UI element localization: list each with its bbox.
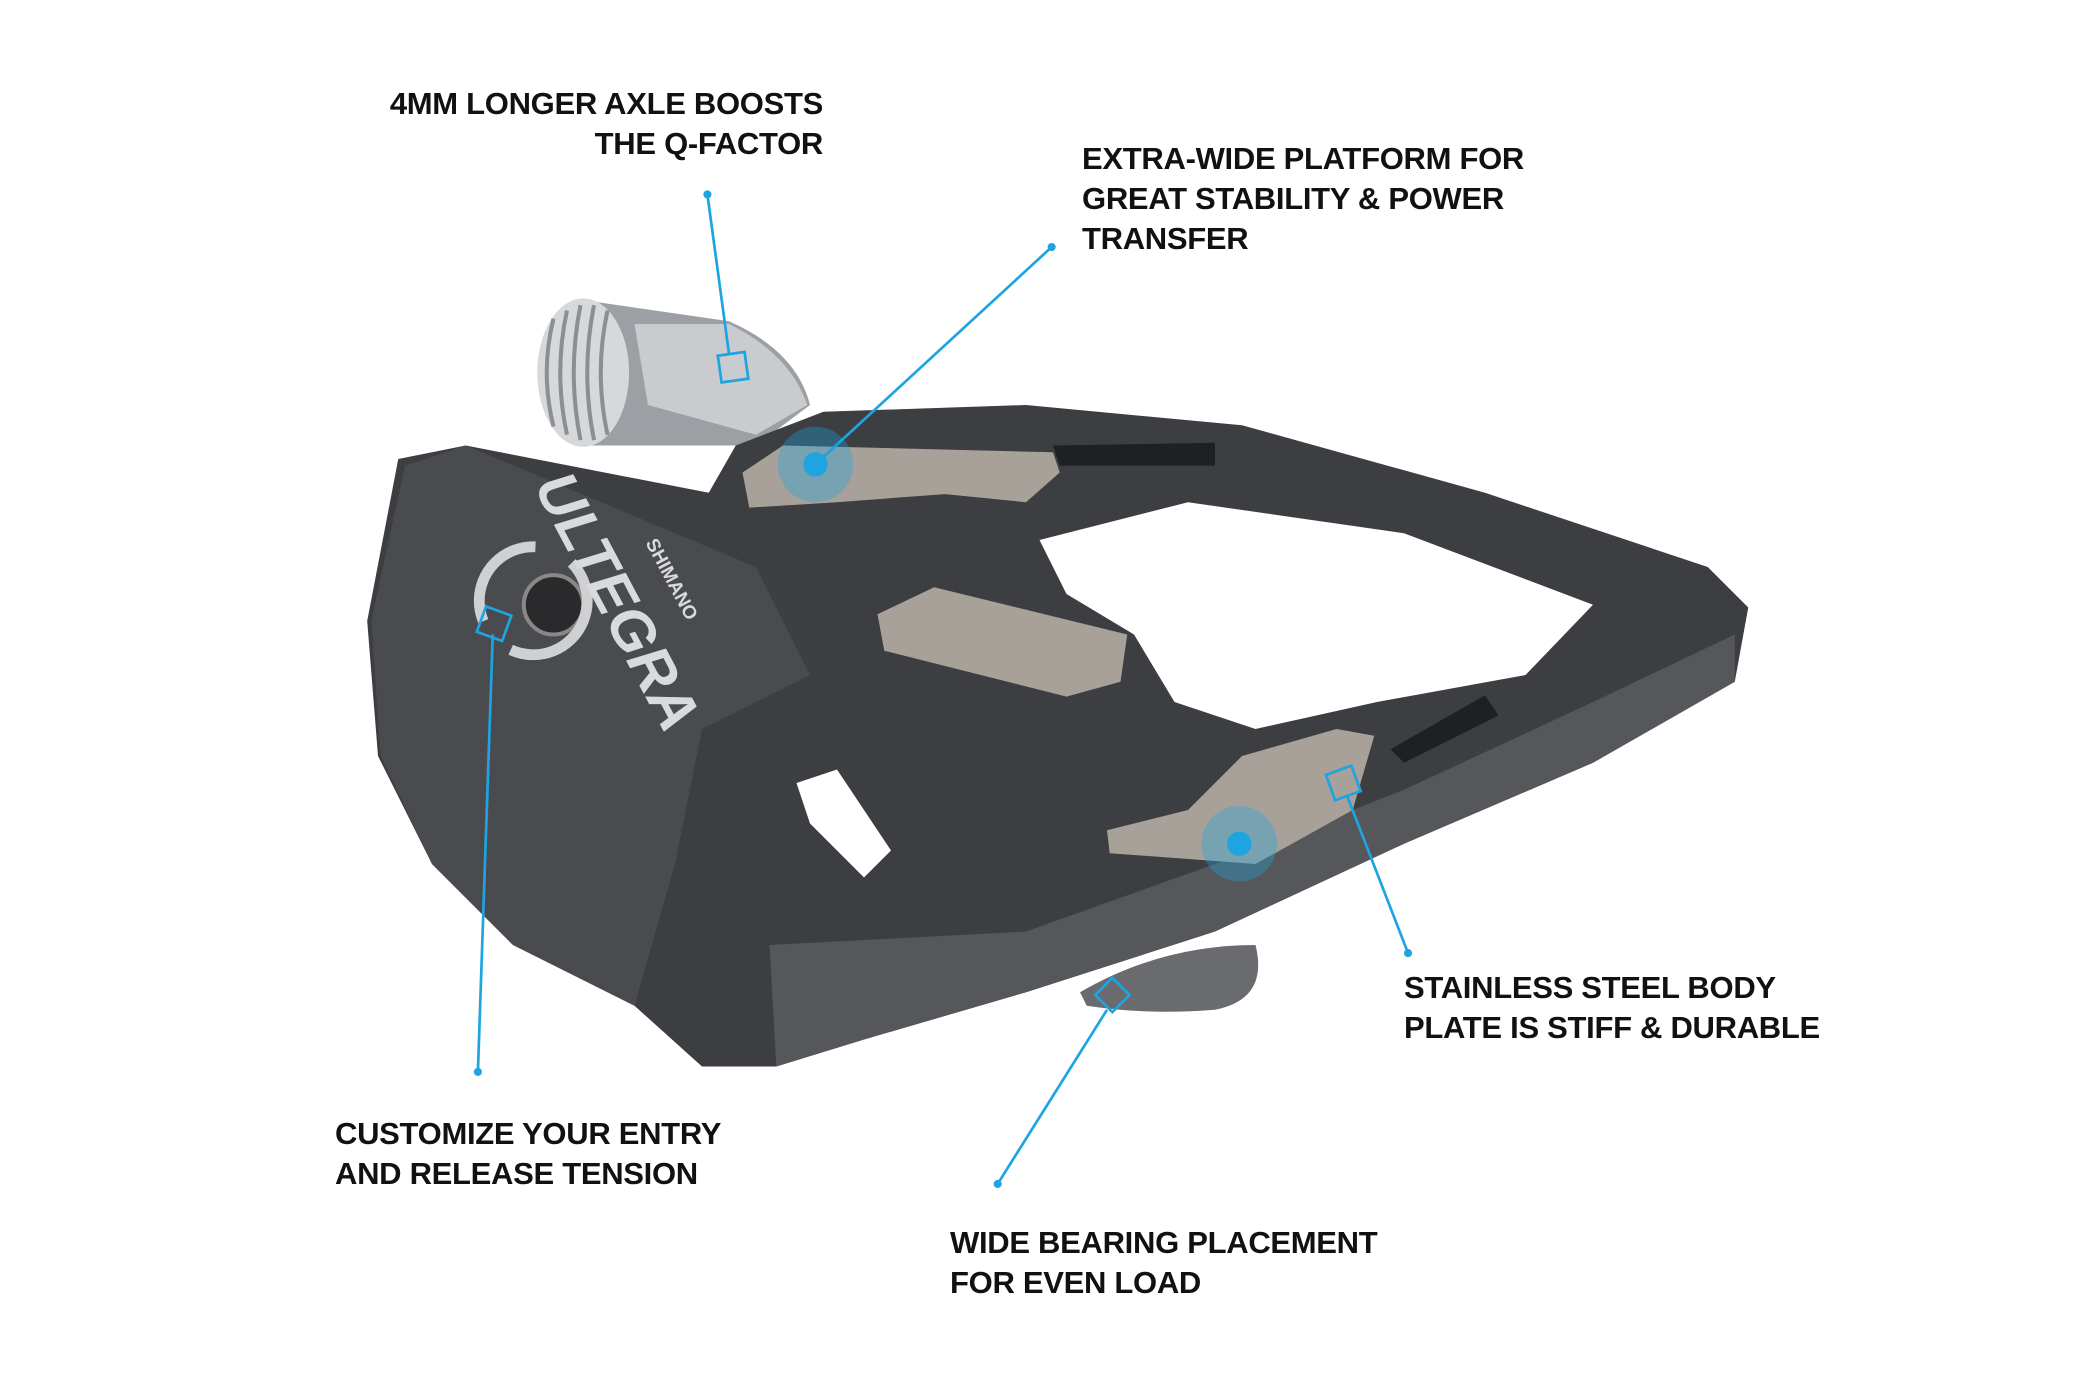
callout-tension: CUSTOMIZE YOUR ENTRY AND RELEASE TENSION [335,1114,721,1194]
axle [537,298,810,447]
steel-plate-rear [1107,729,1375,864]
callout-platform-line-1: EXTRA-WIDE PLATFORM FOR [1082,141,1524,176]
rear-opening [796,769,891,878]
callout-dots [473,190,1413,1188]
loop-opening [1039,502,1593,729]
callout-axle-line-1: 4MM LONGER AXLE BOOSTS [389,86,823,121]
callout-tension-line-1: CUSTOMIZE YOUR ENTRY [335,1116,722,1151]
callout-steel-plate-line-1: STAINLESS STEEL BODY [1404,970,1776,1005]
callout-platform: EXTRA-WIDE PLATFORM FOR GREAT STABILITY … [1082,139,1524,259]
callout-bearing-line-2: FOR EVEN LOAD [950,1265,1202,1300]
callout-steel-plate-line-2: PLATE IS STIFF & DURABLE [1404,1010,1820,1045]
callout-bearing-line-1: WIDE BEARING PLACEMENT [950,1225,1378,1260]
bearing-housing [1080,945,1259,1012]
callout-axle-line-2: THE Q-FACTOR [594,126,824,161]
callout-bearing: WIDE BEARING PLACEMENT FOR EVEN LOAD [950,1223,1378,1303]
highlight-front-plate [777,426,854,503]
callout-leaders [475,194,1410,1185]
callout-platform-line-2: GREAT STABILITY & POWER [1082,181,1504,216]
callout-steel-plate: STAINLESS STEEL BODY PLATE IS STIFF & DU… [1404,968,1820,1048]
callout-axle: 4MM LONGER AXLE BOOSTS THE Q-FACTOR [390,84,823,164]
steel-plate-center [877,587,1128,697]
highlight-rear-plate [1201,805,1278,882]
tension-arrow-icon [473,541,593,661]
callout-tension-line-2: AND RELEASE TENSION [335,1156,698,1191]
callout-platform-line-3: TRANSFER [1082,221,1249,256]
